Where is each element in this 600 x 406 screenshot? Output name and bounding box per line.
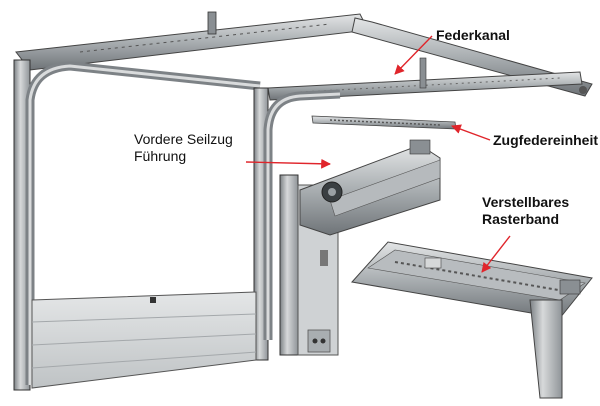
label-vordere-seilzug-fuehrung: Vordere Seilzug Führung [134, 131, 233, 165]
label-verstellbares-rasterband: Verstellbares Rasterband [482, 194, 569, 228]
callout-arrows [245, 35, 511, 273]
label-vordere-line2: Führung [134, 148, 187, 164]
arrow-rasterband [481, 235, 511, 273]
label-verstell-line1: Verstellbares [482, 194, 570, 210]
arrow-federkanal [394, 35, 433, 75]
top-bracket [207, 11, 217, 35]
front-cable-guide-detail [279, 139, 441, 356]
label-verstell-line2: Rasterband [482, 211, 560, 227]
rail-hanger [419, 57, 427, 89]
door-panel [31, 291, 257, 389]
adjustable-band-detail [351, 241, 593, 399]
arrow-vordere-seilzug [245, 158, 331, 169]
door-frame [13, 11, 593, 391]
label-federkanal: Federkanal [436, 27, 510, 43]
label-vordere-line1: Vordere Seilzug [134, 131, 233, 147]
rail-end-pulley [579, 86, 587, 94]
arrow-zugfedereinheit [451, 124, 491, 141]
spring-unit-illustration [311, 115, 457, 130]
label-zugfedereinheit: Zugfedereinheit [493, 132, 599, 148]
